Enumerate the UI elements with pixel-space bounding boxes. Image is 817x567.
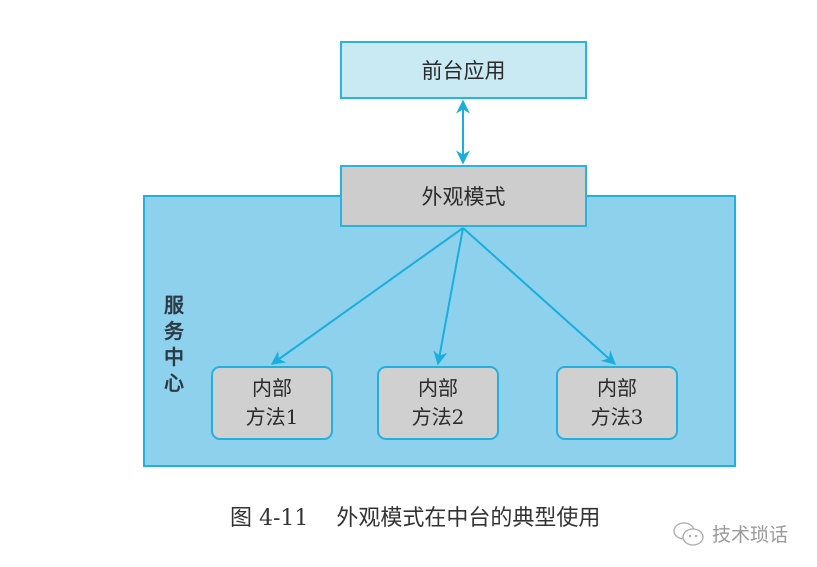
frontend-app-label: 前台应用 — [421, 59, 506, 83]
method-line1: 内部 — [252, 376, 292, 400]
facade-label: 外观模式 — [421, 185, 506, 209]
internal-method-2-node: 内部 方法2 — [377, 366, 499, 440]
figure-caption: 图 4-11 外观模式在中台的典型使用 — [230, 506, 601, 531]
facade-node: 外观模式 — [340, 165, 587, 227]
method-line1: 内部 — [418, 376, 458, 400]
internal-method-1-node: 内部 方法1 — [211, 366, 333, 440]
wechat-icon — [673, 521, 704, 546]
internal-method-3-node: 内部 方法3 — [556, 366, 678, 440]
frontend-app-node: 前台应用 — [340, 41, 587, 99]
service-center-label: 服务中心 — [164, 293, 184, 395]
method-line1: 内部 — [597, 376, 637, 400]
watermark: 技术琐话 — [672, 520, 788, 547]
method-line2: 方法2 — [411, 405, 465, 429]
method-line2: 方法3 — [590, 405, 644, 429]
watermark-text: 技术琐话 — [712, 524, 789, 546]
method-line2: 方法1 — [245, 405, 299, 429]
